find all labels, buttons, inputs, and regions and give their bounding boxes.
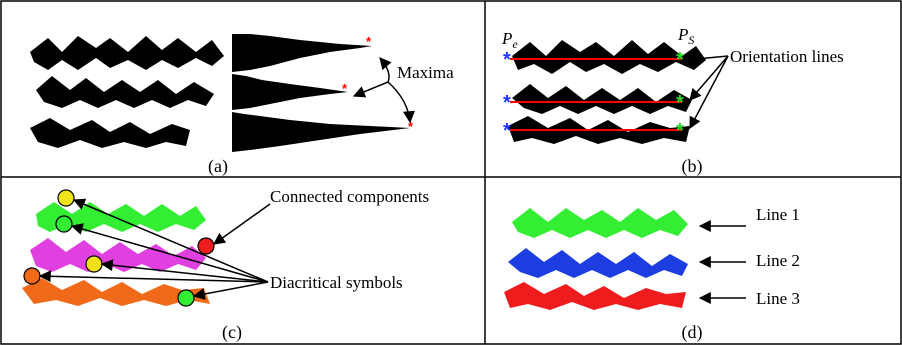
orientation-lines	[510, 58, 682, 131]
profile-peak-2	[232, 74, 348, 110]
diacritic-arrow-1	[72, 198, 269, 283]
diacritic-arrow-5	[192, 281, 269, 300]
maxima-arrow-2	[352, 81, 389, 98]
line-1-label: Line 1	[756, 205, 800, 224]
panel-c: Connected components Diacritical symbols…	[22, 187, 429, 343]
panel-a: * * * Maxima (a)	[30, 34, 454, 177]
diacritic-1	[57, 189, 75, 207]
line-3-red	[504, 282, 686, 310]
maxima-arrow-3	[387, 81, 415, 124]
orientation-arrow-2	[689, 55, 729, 101]
profile-peak-3	[232, 112, 410, 152]
handwriting-line-3	[30, 118, 190, 148]
line-1-green	[512, 208, 688, 238]
diacritic-3	[85, 255, 103, 273]
handwriting-line-2	[36, 76, 214, 108]
diacritic-arrow-4	[38, 270, 269, 283]
handwriting-line-1	[30, 36, 224, 70]
diacritic-arrow-2	[70, 223, 269, 283]
start-point-markers: * * *	[676, 49, 684, 142]
handwriting-line-2-b	[512, 84, 692, 114]
point-start-label: PS	[677, 25, 694, 47]
end-marker-1: *	[503, 49, 511, 71]
start-marker-3: *	[676, 120, 684, 142]
panel-b: * * * * * * Pe PS Orientation lines (b)	[501, 25, 844, 177]
projection-profile	[232, 34, 410, 152]
end-marker-2: *	[503, 92, 511, 114]
maximum-marker-1: *	[366, 34, 372, 49]
caption-d: (d)	[682, 322, 703, 343]
diacritic-arrows	[38, 198, 269, 300]
text-lines-black	[30, 36, 224, 148]
diacritic-arrow-3	[100, 259, 269, 283]
start-marker-2: *	[676, 92, 684, 114]
profile-peak-1	[232, 34, 372, 72]
line-2-label: Line 2	[756, 251, 800, 270]
connected-components-label: Connected components	[270, 187, 429, 206]
maxima-markers: * * *	[342, 34, 414, 134]
diacritic-5	[177, 289, 195, 307]
diacritic-4	[23, 267, 41, 285]
caption-c: (c)	[222, 322, 242, 343]
caption-a: (a)	[208, 156, 228, 177]
components-arrow	[213, 203, 271, 245]
caption-b: (b)	[682, 156, 703, 177]
end-marker-3: *	[503, 120, 511, 142]
maximum-marker-2: *	[342, 81, 348, 96]
orientation-arrow-1	[684, 53, 729, 65]
orientation-arrow-3	[689, 55, 729, 130]
panel-d: Line 1 Line 2 Line 3 (d)	[504, 205, 800, 343]
connected-component-circle	[197, 237, 215, 255]
maxima-label: Maxima	[397, 63, 454, 82]
diacritic-circles	[23, 189, 215, 307]
orientation-lines-label: Orientation lines	[730, 47, 844, 66]
maximum-marker-3: *	[408, 119, 414, 134]
diacritical-symbols-label: Diacritical symbols	[270, 273, 403, 292]
maxima-arrow-1	[379, 57, 392, 83]
handwriting-line-1-b	[512, 40, 706, 74]
line-3-label: Line 3	[756, 289, 800, 308]
component-line-magenta	[30, 238, 206, 272]
line-2-blue	[508, 248, 688, 278]
end-point-markers: * * *	[503, 49, 511, 142]
point-end-label: Pe	[501, 29, 518, 51]
component-line-orange	[22, 278, 210, 306]
diacritic-2	[55, 215, 73, 233]
start-marker-1: *	[676, 49, 684, 71]
